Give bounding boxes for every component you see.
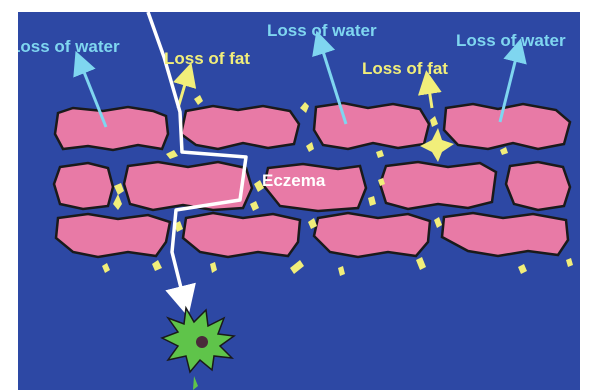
- fat-droplet: [290, 260, 304, 274]
- fat-droplet: [152, 260, 162, 271]
- fat-droplet: [338, 266, 345, 276]
- allergen-icon: [162, 308, 234, 390]
- fat-droplet: [194, 95, 203, 105]
- fat-droplet: [566, 258, 573, 267]
- fat-arrow: [428, 82, 432, 108]
- fat-arrow: [178, 74, 188, 108]
- skin-barrier-illustration: [18, 12, 580, 390]
- fat-droplet: [376, 150, 384, 158]
- loss-of-water-label-right: Loss of water: [456, 32, 566, 49]
- fat-droplet: [102, 263, 110, 273]
- skin-cell: [314, 103, 429, 149]
- loss-of-water-label-left: Loss of water: [18, 38, 120, 55]
- cell-row-1: [55, 103, 570, 150]
- loss-of-water-label-center: Loss of water: [267, 22, 377, 39]
- fat-droplet: [368, 196, 376, 206]
- fat-droplet: [113, 194, 122, 210]
- skin-cell: [380, 162, 496, 209]
- skin-cell: [181, 106, 299, 149]
- skin-cell: [506, 162, 570, 210]
- loss-of-fat-label-left: Loss of fat: [164, 50, 250, 67]
- skin-cell: [54, 163, 113, 209]
- fat-droplet: [306, 142, 314, 152]
- skin-barrier-panel: Loss of water Loss of fat Loss of water …: [18, 12, 580, 390]
- skin-cell: [444, 104, 570, 149]
- skin-cell: [183, 213, 300, 257]
- skin-cell: [55, 107, 168, 150]
- skin-cell: [442, 213, 568, 256]
- fat-droplet: [518, 264, 527, 274]
- fat-droplet: [300, 102, 309, 113]
- fat-droplet: [430, 116, 438, 127]
- skin-cell: [56, 214, 170, 257]
- fat-droplet: [210, 262, 217, 273]
- skin-cell: [314, 213, 430, 257]
- fat-droplet: [250, 201, 259, 211]
- eczema-label: Eczema: [262, 172, 325, 189]
- fat-droplet: [416, 257, 426, 270]
- fat-droplet: [500, 147, 508, 155]
- fat-droplet: [166, 150, 178, 159]
- fat-droplet: [114, 183, 124, 195]
- loss-of-fat-label-right: Loss of fat: [362, 60, 448, 77]
- fat-droplet: [434, 217, 442, 228]
